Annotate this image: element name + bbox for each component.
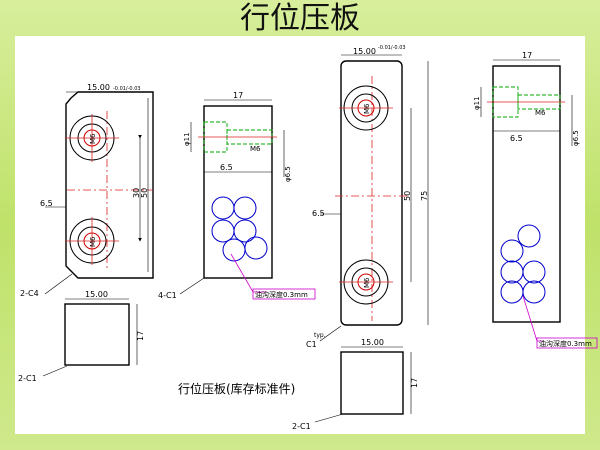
part1-bolt-top: M6 xyxy=(65,114,119,162)
block2-width-dim: 15.00 xyxy=(361,338,384,347)
part3-chamfer-label: C1 xyxy=(306,340,317,349)
part3-bolt-bottom-label: M6 xyxy=(363,277,371,288)
part3-typ-label: typ. xyxy=(314,332,326,339)
part1-height2-dim: 50 xyxy=(140,188,149,198)
part2-depth-dim: 6.5 xyxy=(220,163,233,172)
part3-height2-dim: 75 xyxy=(420,191,429,201)
part2-dia-dim: φ11 xyxy=(183,132,191,146)
block1: 15.00 17 2-C1 xyxy=(18,290,145,383)
part3-width-tol: -0.01/-0.03 xyxy=(378,45,406,51)
part4-dia-dim: φ11 xyxy=(473,96,481,110)
part4-plate: M6 17 φ11 6.5 φ6.5 油沟深度0.3mm xyxy=(473,51,598,349)
part1-bolt-top-label: M6 xyxy=(89,133,97,144)
block1-height-dim: 17 xyxy=(136,331,145,341)
part2-chamfer-label: 4-C1 xyxy=(158,291,177,300)
part2-width-dim: 17 xyxy=(233,91,243,100)
part4-depth2-dim: φ6.5 xyxy=(572,130,580,146)
technical-drawing: M6 M6 15.00 -0.01/-0.03 30 50 6.5 2-C4 1… xyxy=(15,36,598,434)
part4-note: 油沟深度0.3mm xyxy=(539,339,592,348)
part1-offset-dim: 6.5 xyxy=(40,199,53,208)
part3-plate: M6 M6 15.00 -0.01/-0.03 50 75 6.5 typ. C… xyxy=(306,45,429,349)
part4-oil-grooves xyxy=(500,224,546,304)
drawing-caption: 行位压板(库存标准件) xyxy=(178,381,295,396)
part3-bolt-top-label: M6 xyxy=(363,103,371,114)
block2: 15.00 17 2-C1 xyxy=(292,338,419,431)
part4-width-dim: 17 xyxy=(522,51,532,60)
block2-chamfer-label: 2-C1 xyxy=(292,422,311,431)
part2-hole-label: M6 xyxy=(250,145,261,153)
part2-oil-grooves xyxy=(211,196,268,262)
part1-bolt-bottom-label: M6 xyxy=(89,236,97,247)
part2-depth2-dim: φ6.5 xyxy=(284,166,292,182)
part1-width-tol: -0.01/-0.03 xyxy=(113,86,141,92)
part3-bolt-top: M6 xyxy=(339,85,393,131)
part1-chamfer-label: 2-C4 xyxy=(20,289,39,298)
part1-width-dim: 15.00 xyxy=(87,83,110,92)
part1-plate: M6 M6 15.00 -0.01/-0.03 30 50 6.5 2-C4 xyxy=(20,83,154,298)
part4-hole-label: M6 xyxy=(535,109,546,117)
part3-bolt-bottom: M6 xyxy=(339,259,393,305)
part4-depth-dim: 6.5 xyxy=(510,134,523,143)
block2-height-dim: 17 xyxy=(410,378,419,388)
part3-width-dim: 15.00 xyxy=(353,47,376,56)
part3-height-dim: 50 xyxy=(403,191,412,201)
slide-title: 行位压板 xyxy=(240,1,360,36)
part1-bolt-bottom: M6 xyxy=(65,217,119,265)
block1-width-dim: 15.00 xyxy=(85,290,108,299)
part1-height-dim: 30 xyxy=(132,188,141,198)
block1-chamfer-label: 2-C1 xyxy=(18,374,37,383)
part3-offset-dim: 6.5 xyxy=(312,209,325,218)
part2-note: 油沟深度0.3mm xyxy=(255,290,308,299)
drawing-canvas: M6 M6 15.00 -0.01/-0.03 30 50 6.5 2-C4 1… xyxy=(18,45,598,431)
part2-plate: M6 17 φ11 6.5 φ6.5 油沟深度0.3mm 4-C1 xyxy=(158,91,316,300)
